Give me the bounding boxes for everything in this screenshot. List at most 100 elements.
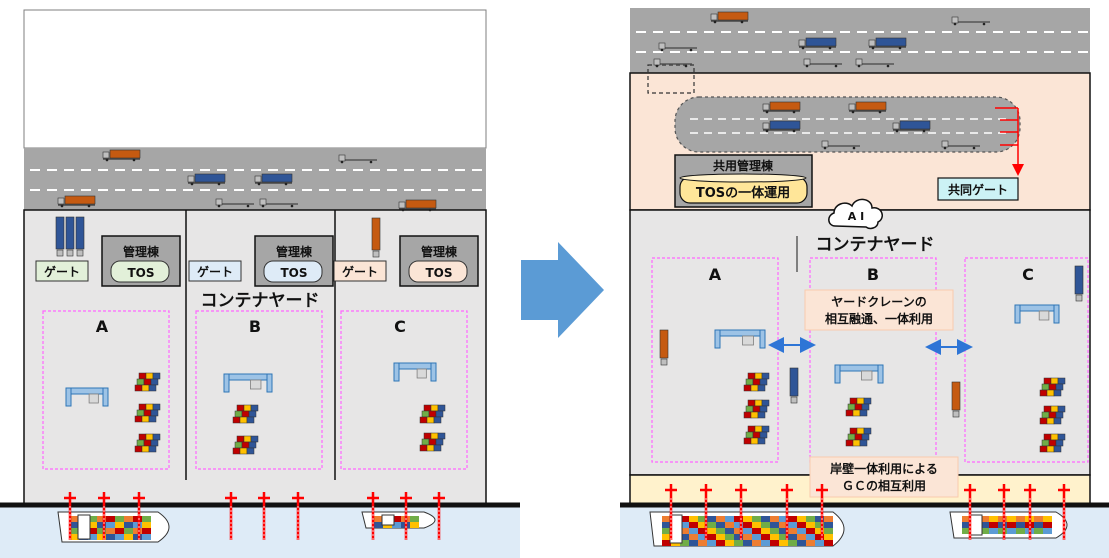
crane-sharing-note: ヤードクレーンの 相互融通、一体利用: [804, 289, 954, 331]
gantry-crane-icon: [700, 484, 712, 540]
truck-icon: [75, 216, 85, 257]
container-stack-icon: [232, 404, 259, 424]
quay-sharing-note: 岸壁一体利用による ＧＣの相互利用: [809, 456, 959, 498]
crane-note-line2: 相互融通、一体利用: [825, 311, 933, 326]
truck-icon: [187, 173, 226, 186]
truck-icon: [102, 149, 141, 162]
tos-label: TOS: [425, 266, 452, 280]
gantry-crane-icon: [665, 484, 677, 540]
tos-box: [263, 260, 323, 283]
shared-building-label: 共用管理棟: [713, 158, 774, 173]
empty-top-area: [23, 9, 487, 149]
quay-note-line1: 岸壁一体利用による: [830, 461, 938, 476]
gantry-crane-icon: [964, 484, 976, 540]
truck-icon: [848, 101, 887, 114]
tos-label: TOS: [127, 266, 154, 280]
yard-block: [42, 310, 170, 470]
container-stack-icon: [134, 372, 161, 392]
block-letter: A: [96, 317, 109, 336]
gantry-crane-icon: [1058, 484, 1070, 540]
yard-title-after: コンテナヤード: [816, 235, 935, 255]
container-stack-icon: [1039, 405, 1066, 425]
tos-box: [408, 260, 468, 283]
ship-icon: [57, 511, 170, 543]
truck-icon: [371, 217, 381, 258]
container-stack-icon: [743, 372, 770, 392]
truck-icon: [951, 16, 990, 26]
truck-icon: [259, 198, 298, 208]
truck-icon: [57, 195, 96, 208]
gantry-crane-icon: [998, 484, 1010, 540]
truck-icon: [762, 101, 801, 114]
truck-icon: [868, 37, 907, 50]
container-stack-icon: [845, 397, 872, 417]
truck-icon: [659, 329, 669, 366]
truck-icon: [215, 198, 254, 208]
yard-block: [195, 310, 323, 470]
truck-icon: [941, 140, 980, 150]
truck-icon: [55, 216, 65, 257]
gate-label: ゲート: [342, 264, 378, 279]
container-stack-icon: [232, 435, 259, 455]
shared-gate: 共同ゲート: [937, 177, 1019, 201]
truck-icon: [821, 140, 860, 150]
gate-box: [188, 260, 242, 282]
quay-note-line2: ＧＣの相互利用: [842, 478, 926, 493]
container-stack-icon: [743, 399, 770, 419]
gate-routing-arrows: [995, 107, 1024, 176]
yard-crane-icon: [714, 329, 766, 349]
cloud-ai-icon: A I: [828, 198, 883, 230]
block-letter: B: [867, 265, 879, 284]
truck-icon: [1074, 265, 1084, 302]
building-label: 管理棟: [276, 244, 313, 259]
container-stack-icon: [743, 425, 770, 445]
yard-block-a: A: [651, 257, 779, 463]
gate-lanes: [674, 96, 1021, 153]
truck-icon: [855, 58, 894, 68]
gantry-crane-icon: [1024, 484, 1036, 540]
truck-icon: [658, 42, 697, 52]
yard-block-c: C: [964, 257, 1089, 463]
shared-gate-label: 共同ゲート: [948, 182, 1008, 197]
block-letter: A: [709, 265, 722, 284]
container-stack-icon: [1039, 433, 1066, 453]
block-letter: C: [1022, 265, 1034, 284]
crane-note-line1: ヤードクレーンの: [831, 295, 926, 309]
yard-crane-icon: [834, 364, 884, 384]
tos-box: [110, 260, 170, 283]
truck-icon: [798, 37, 837, 50]
block-letter: B: [249, 317, 261, 336]
ship-icon: [649, 511, 845, 547]
truck-icon: [762, 120, 801, 133]
ai-label: A I: [848, 210, 864, 223]
yard-title: コンテナヤード: [201, 291, 320, 311]
gate-label: ゲート: [197, 264, 233, 279]
gate-box: [35, 260, 89, 282]
yard-crane-icon: [1014, 304, 1060, 324]
tos-unified-label: TOSの一体運用: [696, 185, 790, 201]
gantry-crane-icon: [292, 492, 304, 540]
truck-icon: [653, 58, 692, 68]
container-stack-icon: [134, 433, 161, 453]
truck-icon: [803, 58, 842, 68]
gantry-crane-icon: [64, 492, 76, 540]
gantry-crane-icon: [258, 492, 270, 540]
truck-icon: [338, 154, 377, 164]
container-stack-icon: [845, 427, 872, 447]
gantry-crane-icon: [735, 484, 747, 540]
gantry-crane-icon: [816, 484, 828, 540]
gantry-crane-icon: [433, 492, 445, 540]
building-label: 管理棟: [123, 244, 160, 259]
terminal-b: ゲート 管理棟 TOS B: [188, 235, 334, 470]
gantry-crane-icon: [98, 492, 110, 540]
truck-icon: [710, 11, 749, 24]
tos-label: TOS: [280, 266, 307, 280]
yard-block: [340, 310, 468, 470]
gantry-crane-icon: [400, 492, 412, 540]
building-label: 管理棟: [421, 244, 458, 259]
gantry-crane-icon: [133, 492, 145, 540]
